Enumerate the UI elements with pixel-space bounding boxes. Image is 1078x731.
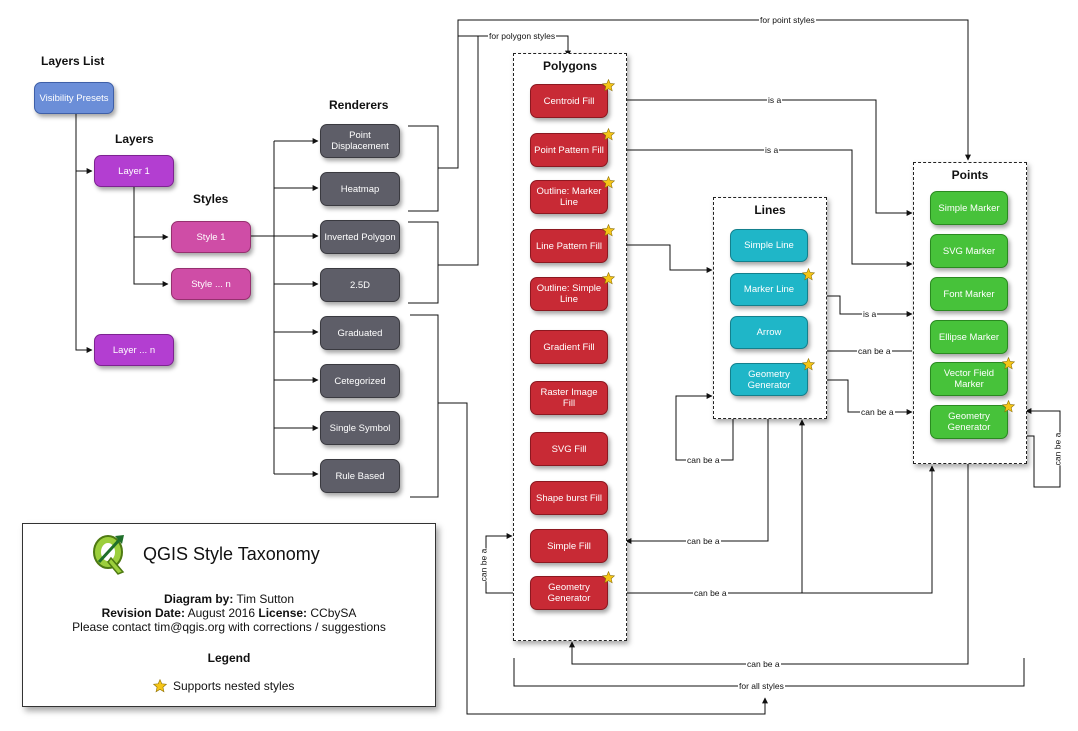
renderer-heatmap[interactable]: Heatmap: [320, 172, 400, 206]
star-icon: [802, 268, 815, 281]
point-geometry-generator[interactable]: Geometry Generator: [930, 405, 1008, 439]
polygon-geometry-generator[interactable]: Geometry Generator: [530, 576, 608, 610]
edge-label-can-be-a: can be a: [693, 588, 728, 598]
diagram-by-label: Diagram by:: [163, 592, 234, 606]
lines-title: Lines: [754, 203, 786, 217]
polygon-svg-fill[interactable]: SVG Fill: [530, 432, 608, 466]
star-icon: [602, 176, 615, 189]
polygon-raster-image-fill[interactable]: Raster Image Fill: [530, 381, 608, 415]
line-geometry-generator[interactable]: Geometry Generator: [730, 363, 808, 396]
polygon-line-pattern-fill[interactable]: Line Pattern Fill: [530, 229, 608, 263]
star-icon: [802, 358, 815, 371]
star-icon: [153, 679, 167, 693]
polygon-centroid-fill[interactable]: Centroid Fill: [530, 84, 608, 118]
legend-row: Supports nested styles: [153, 679, 294, 693]
point-ellipse-marker[interactable]: Ellipse Marker: [930, 320, 1008, 354]
renderer-inverted-polygon[interactable]: Inverted Polygon: [320, 220, 400, 254]
star-icon: [602, 79, 615, 92]
star-icon: [1002, 400, 1015, 413]
layer-1-node[interactable]: Layer 1: [94, 155, 174, 187]
edge-label-is-a: is a: [767, 95, 783, 105]
point-simple-marker[interactable]: Simple Marker: [930, 191, 1008, 225]
edge-label-for-point-styles: for point styles: [759, 15, 816, 25]
info-panel: QGIS Style Taxonomy Diagram by: Tim Sutt…: [22, 523, 436, 707]
diagram-by-value: Tim Sutton: [236, 592, 295, 606]
renderer-graduated[interactable]: Graduated: [320, 316, 400, 350]
renderer-categorized[interactable]: Cetegorized: [320, 364, 400, 398]
diagram-by-line: Diagram by: Tim Sutton: [23, 592, 435, 606]
renderer-point-displacement[interactable]: Point Displacement: [320, 124, 400, 158]
renderer-single-symbol[interactable]: Single Symbol: [320, 411, 400, 445]
edge-label-can-be-a: can be a: [686, 455, 721, 465]
edge-label-can-be-a: can be a: [746, 659, 781, 669]
point-vector-field-marker[interactable]: Vector Field Marker: [930, 362, 1008, 396]
line-marker-line[interactable]: Marker Line: [730, 273, 808, 306]
renderer-2-5d[interactable]: 2.5D: [320, 268, 400, 302]
legend-item-label: Supports nested styles: [173, 679, 295, 693]
edge-label-can-be-a: can be a: [860, 407, 895, 417]
revision-label: Revision Date:: [101, 606, 185, 620]
renderer-rule-based[interactable]: Rule Based: [320, 459, 400, 493]
qgis-logo-icon: [93, 535, 125, 575]
edge-label-can-be-a-vertical: can be a: [1052, 432, 1063, 466]
style-n-node[interactable]: Style ... n: [171, 268, 251, 300]
points-title: Points: [951, 168, 989, 182]
polygon-outline-simple-line[interactable]: Outline: Simple Line: [530, 277, 608, 311]
polygons-title: Polygons: [542, 59, 597, 73]
polygon-point-pattern-fill[interactable]: Point Pattern Fill: [530, 133, 608, 167]
edge-label-for-polygon-styles: for polygon styles: [488, 31, 557, 41]
line-arrow[interactable]: Arrow: [730, 316, 808, 349]
polygon-outline-marker-line[interactable]: Outline: Marker Line: [530, 180, 608, 214]
star-icon: [602, 128, 615, 141]
edge-label-can-be-a: can be a: [857, 346, 892, 356]
license-label: License:: [258, 606, 308, 620]
edge-label-can-be-a: can be a: [686, 536, 721, 546]
line-simple-line[interactable]: Simple Line: [730, 229, 808, 262]
edge-label-for-all-styles: for all styles: [738, 681, 785, 691]
visibility-presets-node[interactable]: Visibility Presets: [34, 82, 114, 114]
revision-line: Revision Date: August 2016 License: CCby…: [23, 606, 435, 620]
revision-value: August 2016: [187, 606, 256, 620]
edge-label-is-a: is a: [764, 145, 780, 155]
star-icon: [602, 571, 615, 584]
layers-list-heading: Layers List: [41, 54, 105, 68]
layers-heading: Layers: [115, 132, 154, 146]
renderers-heading: Renderers: [329, 98, 389, 112]
star-icon: [602, 224, 615, 237]
legend-title: Legend: [207, 651, 251, 665]
polygon-gradient-fill[interactable]: Gradient Fill: [530, 330, 608, 364]
star-icon: [602, 272, 615, 285]
point-font-marker[interactable]: Font Marker: [930, 277, 1008, 311]
info-title: QGIS Style Taxonomy: [143, 544, 320, 564]
layer-n-node[interactable]: Layer ... n: [94, 334, 174, 366]
contact-line: Please contact tim@qgis.org with correct…: [72, 620, 386, 634]
edge-label-can-be-a-vertical: can be a: [478, 548, 489, 582]
polygon-simple-fill[interactable]: Simple Fill: [530, 529, 608, 563]
style-1-node[interactable]: Style 1: [171, 221, 251, 253]
license-value: CCbySA: [310, 606, 357, 620]
star-icon: [1002, 357, 1015, 370]
styles-heading: Styles: [193, 192, 229, 206]
polygon-shape-burst-fill[interactable]: Shape burst Fill: [530, 481, 608, 515]
edge-label-is-a: is a: [862, 309, 878, 319]
point-svg-marker[interactable]: SVG Marker: [930, 234, 1008, 268]
